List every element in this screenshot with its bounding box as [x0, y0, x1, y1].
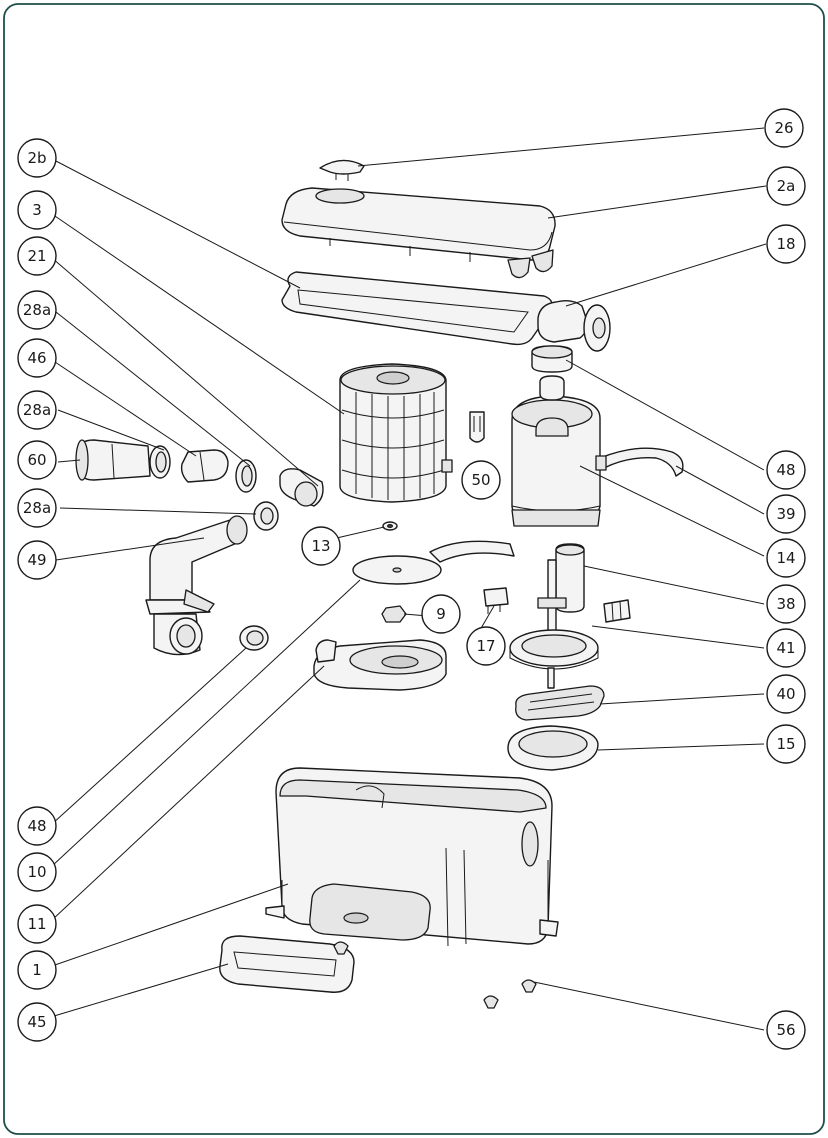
- part-tank-1: [265, 767, 559, 947]
- callout-label: 11: [27, 915, 46, 933]
- callout-label: 3: [32, 201, 42, 219]
- part-elbow-18: [537, 299, 611, 352]
- part-reducer-60: [75, 439, 151, 481]
- callout-21: 21: [17, 236, 57, 276]
- callout-label: 10: [27, 863, 46, 881]
- callout-label: 48: [776, 461, 795, 479]
- callout-label: 21: [27, 247, 46, 265]
- callout-45: 45: [17, 1002, 57, 1042]
- part-switch-17: [483, 587, 509, 614]
- part-filter-40: [515, 667, 605, 721]
- callout-9: 9: [421, 594, 461, 634]
- callout-41: 41: [766, 628, 806, 668]
- callout-label: 15: [776, 735, 795, 753]
- part-ring-48-bottom: [239, 625, 269, 651]
- leader-lines: [51, 127, 767, 1031]
- callout-39: 39: [766, 494, 806, 534]
- callout-label: 28a: [23, 499, 51, 517]
- part-strap-mid: [429, 540, 515, 563]
- callout-label: 39: [776, 505, 795, 523]
- callout-40: 40: [766, 674, 806, 714]
- callout-48-bottom: 48: [17, 806, 57, 846]
- part-elbow-3b: [279, 468, 324, 507]
- callout-label: 13: [311, 537, 330, 555]
- callout-28a-2: 28a: [17, 390, 57, 430]
- callout-label: 49: [27, 551, 46, 569]
- callout-18: 18: [766, 224, 806, 264]
- callout-label: 48: [27, 817, 46, 835]
- callout-label: 45: [27, 1013, 46, 1031]
- part-base-41: [509, 629, 599, 670]
- callout-56: 56: [766, 1010, 806, 1050]
- callout-label: 46: [27, 349, 46, 367]
- part-strap-39: [595, 447, 684, 477]
- callout-1: 1: [17, 950, 57, 990]
- callout-label: 17: [476, 637, 495, 655]
- callout-label: 38: [776, 595, 795, 613]
- part-discharge-elbow-49: [145, 515, 248, 656]
- part-terminal-block: [603, 599, 631, 623]
- part-clamp-28a-1: [149, 445, 171, 479]
- part-washer-13: [382, 521, 398, 531]
- callout-label: 26: [774, 119, 793, 137]
- callout-label: 50: [471, 471, 490, 489]
- part-nut-9: [381, 605, 407, 623]
- callout-label: 14: [776, 549, 795, 567]
- callout-28a-1: 28a: [17, 290, 57, 330]
- callout-14: 14: [766, 538, 806, 578]
- part-clamp-28a-3: [253, 501, 279, 531]
- callout-26: 26: [764, 108, 804, 148]
- part-clip-50: [469, 411, 485, 443]
- callout-2b: 2b: [17, 138, 57, 178]
- callout-3: 3: [17, 190, 57, 230]
- part-impeller-10: [352, 555, 442, 585]
- callout-28a-3: 28a: [17, 488, 57, 528]
- callout-11: 11: [17, 904, 57, 944]
- part-coupler-46: [180, 449, 229, 483]
- callout-46: 46: [17, 338, 57, 378]
- part-feet-56: [333, 941, 537, 1009]
- part-clamp-21: [235, 459, 257, 493]
- part-seal-15: [507, 725, 599, 771]
- callout-17: 17: [466, 626, 506, 666]
- callout-label: 41: [776, 639, 795, 657]
- part-lid-2a: [281, 187, 556, 279]
- callout-label: 1: [32, 961, 42, 979]
- callout-label: 40: [776, 685, 795, 703]
- callout-label: 18: [776, 235, 795, 253]
- callout-48-top: 48: [766, 450, 806, 490]
- callout-label: 60: [27, 451, 46, 469]
- callout-label: 56: [776, 1021, 795, 1039]
- part-gasket-45: [219, 935, 355, 993]
- callout-label: 28a: [23, 401, 51, 419]
- callout-label: 28a: [23, 301, 51, 319]
- part-housing-14: [511, 375, 601, 527]
- callout-label: 9: [436, 605, 446, 623]
- part-basket-3: [339, 363, 453, 503]
- diagram-frame: [3, 3, 825, 1135]
- part-volute-11: [313, 639, 447, 691]
- part-ring-48-top: [531, 345, 573, 373]
- callout-38: 38: [766, 584, 806, 624]
- callout-label: 2a: [777, 177, 796, 195]
- callout-13: 13: [301, 526, 341, 566]
- callout-60: 60: [17, 440, 57, 480]
- part-motor-38: [537, 543, 585, 637]
- callout-10: 10: [17, 852, 57, 892]
- part-cap-26: [319, 159, 365, 181]
- callout-15: 15: [766, 724, 806, 764]
- callout-49: 49: [17, 540, 57, 580]
- callout-50: 50: [461, 460, 501, 500]
- callout-label: 2b: [27, 149, 46, 167]
- callout-2a: 2a: [766, 166, 806, 206]
- part-gasket-2b: [281, 271, 553, 346]
